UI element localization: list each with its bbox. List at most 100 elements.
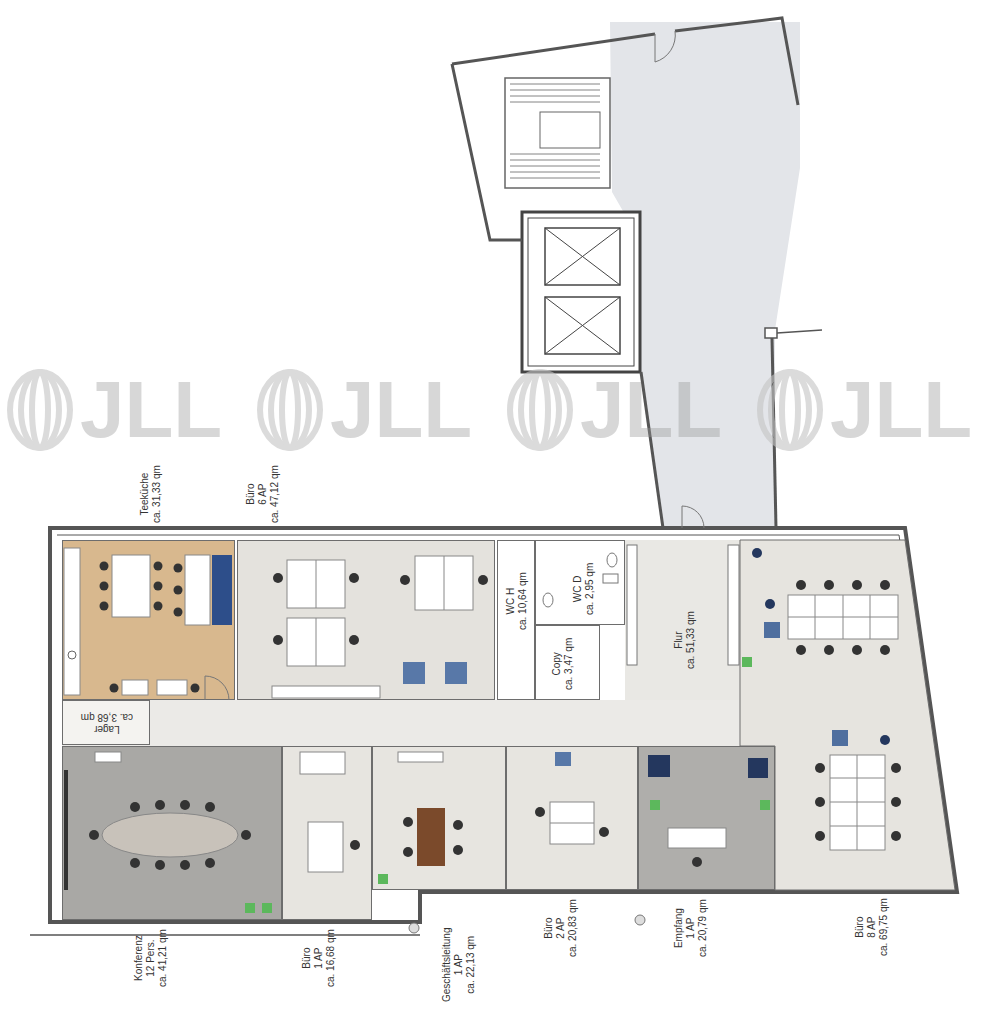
elevator-shaft — [522, 212, 640, 372]
room-label-line: ca. 20,79 qm — [697, 899, 709, 957]
room-label-line: Büro — [543, 899, 555, 957]
column — [635, 915, 645, 925]
room: Lagerca. 3,68 qm — [62, 700, 150, 745]
open-office-desks — [752, 548, 890, 745]
plant — [650, 800, 660, 810]
single-office-furniture — [350, 807, 702, 867]
conference-table — [241, 830, 251, 840]
plant — [245, 657, 770, 913]
office-desks — [273, 635, 283, 645]
elevator-shaft — [545, 228, 620, 285]
office-desks — [316, 618, 317, 666]
kitchen-furniture — [191, 684, 200, 693]
column — [409, 923, 419, 933]
office-desks — [403, 662, 425, 684]
stairwell — [510, 166, 600, 167]
kitchen-furniture — [68, 651, 76, 659]
room-label-line: ca. 20,83 qm — [567, 899, 579, 957]
open-office-desks — [891, 763, 901, 773]
watermark: JLL — [330, 370, 472, 450]
room-label: Lagerca. 3,68 qm — [81, 711, 133, 735]
room-label-line: ca. 3,47 qm — [563, 638, 575, 690]
room-label-line: ca. 10,64 qm — [517, 572, 529, 630]
office-desks — [349, 635, 359, 645]
single-office-furniture — [550, 802, 594, 844]
single-office-furniture — [300, 752, 345, 774]
open-office-desks — [870, 595, 871, 639]
watermark-logo — [532, 372, 548, 448]
open-office-desks — [752, 548, 901, 850]
plant — [378, 874, 388, 884]
single-office-furniture — [555, 752, 571, 766]
stairwell — [505, 78, 610, 188]
single-office-furniture — [453, 820, 463, 830]
room-label: Büro8 APca. 69,75 qm — [854, 898, 890, 956]
open-office-desks — [843, 595, 844, 639]
room: Büro1 APca. 16,68 qm — [282, 746, 372, 920]
room-label: Copyca. 3,47 qm — [551, 638, 575, 690]
watermark-logo — [271, 372, 309, 448]
stairwell — [510, 102, 600, 103]
room-label-line: WC D — [572, 563, 584, 615]
elevator-shaft — [545, 228, 620, 285]
room-label-line: Konferenz — [133, 929, 145, 987]
stairwell — [510, 172, 600, 173]
single-office-furniture — [599, 827, 609, 837]
open-office-desks — [824, 580, 834, 590]
single-office-furniture — [453, 845, 463, 855]
conference-table — [180, 800, 190, 810]
room-label-line: Büro — [854, 898, 866, 956]
office-desks — [349, 573, 359, 583]
single-office-furniture — [350, 840, 360, 850]
room-label-line: Geschäftsleitung — [441, 928, 453, 1003]
watermark-logo — [282, 372, 298, 448]
open-office-desks — [852, 580, 862, 590]
watermark-logo — [10, 372, 70, 448]
open-office-desks — [788, 617, 898, 618]
kitchen-furniture — [122, 680, 148, 695]
kitchen-furniture — [110, 684, 119, 693]
kitchen-furniture — [185, 555, 210, 625]
corridor-floor — [62, 700, 740, 746]
room-label: Büro1 APca. 16,68 qm — [301, 929, 337, 987]
open-office-desks — [815, 763, 825, 773]
office-desks — [444, 556, 445, 610]
stairwell — [510, 90, 600, 91]
single-office-furniture — [648, 755, 670, 777]
open-office-desks — [830, 778, 885, 779]
open-office-desks — [796, 580, 806, 590]
watermark-logo — [521, 372, 559, 448]
single-office-furniture — [300, 752, 768, 872]
stairwell — [510, 178, 600, 179]
kitchen-furniture — [112, 555, 150, 617]
conference-table — [89, 800, 251, 870]
watermark: JLL — [80, 370, 222, 450]
room-label-line: ca. 51,33 qm — [685, 611, 697, 669]
room-label-line: ca. 22,13 qm — [465, 928, 477, 1003]
kitchen-furniture — [64, 548, 232, 700]
room: Geschäftsleitung1 APca. 22,13 qm — [372, 746, 506, 890]
plant — [742, 657, 752, 667]
room: Teekücheca. 31,33 qm — [62, 540, 235, 700]
elevator-shaft — [528, 218, 634, 366]
room-label-line: 1 AP — [313, 929, 325, 987]
room-label: Büro2 APca. 20,83 qm — [543, 899, 579, 957]
sanitary — [543, 593, 553, 607]
room-label-line: ca. 47,12 qm — [269, 465, 281, 523]
conference-table — [102, 813, 238, 857]
office-desks — [287, 618, 345, 666]
single-office-furniture — [668, 828, 726, 848]
room-label-line: 1 AP — [453, 928, 465, 1003]
door-swing — [655, 31, 704, 528]
room: WC Hca. 10,64 qm — [497, 540, 535, 700]
room-label: Flurca. 51,33 qm — [673, 611, 697, 669]
plant — [245, 903, 255, 913]
watermark-logo — [771, 372, 809, 448]
conference-table — [180, 860, 190, 870]
sanitary — [627, 545, 637, 665]
outer-wall — [30, 18, 957, 935]
open-office-desks — [880, 735, 890, 745]
room-label: Teekücheca. 31,33 qm — [139, 465, 163, 523]
room: Flurca. 51,33 qm — [625, 540, 740, 700]
plant — [760, 800, 770, 810]
